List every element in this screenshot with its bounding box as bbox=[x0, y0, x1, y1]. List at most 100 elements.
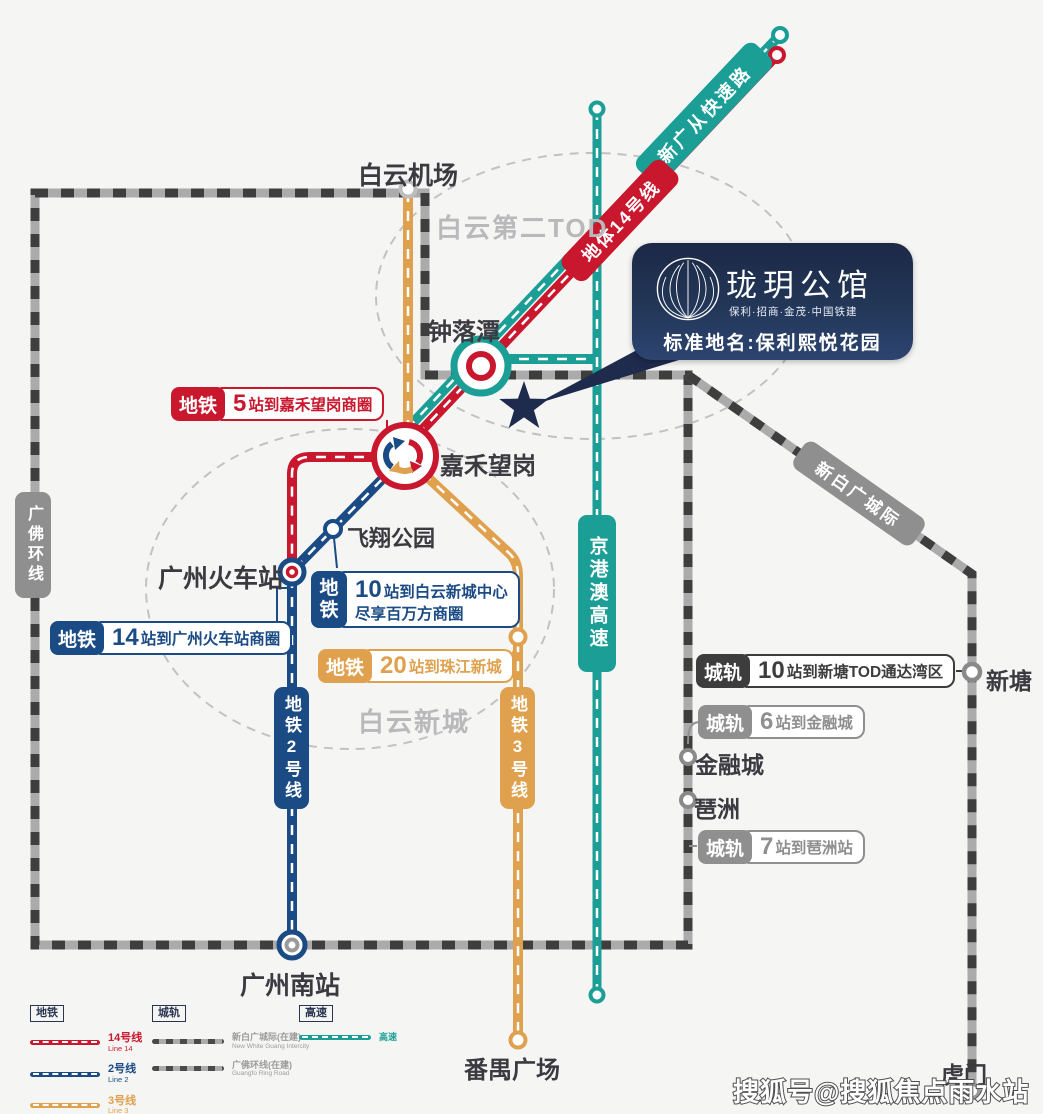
guangfo-sample-icon bbox=[152, 1066, 224, 1072]
line14-sample-icon bbox=[30, 1040, 100, 1046]
band-jinggangao-expressway: 京港澳高速 bbox=[578, 515, 616, 672]
callout-rail6-number: 6 bbox=[760, 708, 774, 735]
xinbaiguang-sample-icon bbox=[152, 1038, 224, 1044]
callout-rail6-text: 站到金融城 bbox=[775, 715, 853, 732]
callout-metro5-number: 5 bbox=[233, 390, 247, 417]
station-jiahewanggang-interchange bbox=[371, 422, 439, 490]
callout-metro10-tab: 地铁 bbox=[311, 571, 347, 629]
connector-metro14 bbox=[276, 587, 288, 621]
label-baiyun-airport: 白云机场 bbox=[358, 162, 459, 190]
station-pazhou bbox=[679, 791, 697, 809]
terminus-jinggangao-south bbox=[588, 986, 606, 1004]
legend-row-xinbaiguang: 新白广城际(在建) New White Guang Intercity bbox=[152, 1032, 309, 1050]
label-guangzhou-railway: 广州火车站 bbox=[158, 565, 284, 593]
callout-metro20-text: 站到珠江新城 bbox=[408, 659, 502, 676]
property-brands: 保利·招商·金茂·中国铁建 bbox=[729, 306, 858, 318]
star-icon bbox=[499, 381, 549, 428]
callout-rail10-body: 10 站到新塘TOD通达湾区 bbox=[743, 654, 956, 688]
terminus-humen bbox=[963, 1082, 981, 1100]
station-feixiang-park bbox=[323, 519, 343, 539]
callout-metro5-text: 站到嘉禾望岗商圈 bbox=[248, 397, 373, 414]
legend-line2-en: Line 2 bbox=[108, 1075, 129, 1085]
legend-row-line14: 14号线 Line 14 bbox=[30, 1032, 142, 1053]
callout-rail10-text: 站到新塘TOD通达湾区 bbox=[786, 664, 944, 681]
legend-line14-cn: 14号线 bbox=[108, 1032, 143, 1045]
callout-metro10-line2: 尽享百万方商圈 bbox=[355, 606, 464, 624]
callout-metro5-tab: 地铁 bbox=[171, 387, 226, 421]
line2-sample-icon bbox=[30, 1071, 100, 1077]
label-xintang: 新塘 bbox=[986, 668, 1032, 694]
legend-expressway-group: 高速 高速 bbox=[299, 1003, 397, 1043]
connector-metro10 bbox=[333, 537, 338, 569]
legend-row-line2: 2号线 Line 2 bbox=[30, 1063, 142, 1084]
callout-rail7: 城轨 7 站到琶洲站 bbox=[698, 830, 865, 864]
legend-xinbaiguang-en: New White Guang Intercity bbox=[232, 1042, 310, 1050]
band-guangfo-ring: 广佛环线 bbox=[15, 492, 51, 598]
station-guangzhou-south bbox=[276, 929, 308, 961]
callout-rail7-body: 7 站到琶洲站 bbox=[745, 830, 865, 864]
station-xintang bbox=[961, 661, 983, 683]
line3-sample-icon bbox=[30, 1102, 100, 1108]
callout-metro20: 地铁 20 站到珠江新城 bbox=[318, 649, 514, 683]
legend-row-line3: 3号线 Line 3 bbox=[30, 1095, 142, 1114]
callout-metro14-body: 14 站到广州火车站商圈 bbox=[97, 621, 293, 655]
callout-rail6-tab: 城轨 bbox=[698, 705, 753, 739]
label-jiahewanggang: 嘉禾望岗 bbox=[440, 453, 536, 480]
callout-metro14-tab: 地铁 bbox=[50, 621, 105, 655]
legend-expressway-cn: 高速 bbox=[379, 1032, 398, 1043]
callout-rail6: 城轨 6 站到金融城 bbox=[698, 705, 865, 739]
callout-metro10-text: 站到白云新城中心 bbox=[383, 584, 508, 601]
property-standard-name: 标准地名:保利熙悦花园 bbox=[663, 333, 882, 354]
xinbaiguang-intercity-line bbox=[685, 371, 977, 1088]
label-financial-city: 金融城 bbox=[695, 752, 764, 778]
property-card: 珑玥公馆 保利·招商·金茂·中国铁建 标准地名:保利熙悦花园 bbox=[632, 243, 913, 360]
callout-metro20-tab: 地铁 bbox=[318, 649, 373, 683]
terminus-line14 bbox=[768, 46, 786, 64]
legend-metro-header: 地铁 bbox=[30, 1005, 64, 1023]
callout-metro10-number: 10 bbox=[355, 576, 382, 603]
callout-metro20-number: 20 bbox=[380, 652, 407, 679]
terminus-jinggangao-north bbox=[588, 100, 606, 118]
callout-rail7-tab: 城轨 bbox=[698, 830, 753, 864]
station-financial-city bbox=[679, 748, 697, 766]
label-pazhou: 琶洲 bbox=[694, 796, 740, 822]
station-line3-mid bbox=[508, 627, 528, 647]
lotus-logo-icon bbox=[656, 257, 720, 321]
band-metro-line2: 地铁2号线 bbox=[274, 687, 309, 809]
terminus-xinguangcong bbox=[771, 26, 789, 44]
property-title: 珑玥公馆 bbox=[726, 268, 874, 304]
callout-metro5-body: 5 站到嘉禾望岗商圈 bbox=[218, 387, 385, 421]
watermark: 搜狐号@搜狐焦点雨水站 bbox=[732, 1076, 1030, 1108]
callout-rail10-tab: 城轨 bbox=[696, 654, 751, 688]
legend-guangfo-en: Guangfo Ring Road bbox=[232, 1070, 290, 1078]
label-guangzhou-south: 广州南站 bbox=[240, 972, 341, 1000]
legend-row-guangfo: 广佛环线(在建) Guangfo Ring Road bbox=[152, 1060, 309, 1078]
label-humen: 虎门 bbox=[941, 1062, 987, 1088]
legend-line3-cn: 3号线 bbox=[108, 1094, 137, 1107]
callout-metro14-text: 站到广州火车站商圈 bbox=[140, 631, 281, 648]
callout-metro14-number: 14 bbox=[112, 624, 139, 651]
label-zhongluotan: 钟落潭 bbox=[428, 319, 500, 346]
band-metro-line3: 地铁3号线 bbox=[500, 687, 535, 809]
callout-rail10-number: 10 bbox=[758, 657, 785, 684]
callout-rail7-number: 7 bbox=[760, 833, 774, 860]
callout-metro20-body: 20 站到珠江新城 bbox=[365, 649, 514, 683]
legend-xinbaiguang-cn: 新白广城际(在建) bbox=[232, 1032, 301, 1043]
legend-line3-en: Line 3 bbox=[108, 1106, 129, 1114]
station-baiyun-airport bbox=[398, 179, 418, 199]
terminus-panyu-square bbox=[508, 1030, 528, 1050]
label-baiyun-second-tod: 白云第二TOD bbox=[436, 213, 609, 243]
legend-guangfo-cn: 广佛环线(在建) bbox=[232, 1060, 292, 1070]
callout-rail6-body: 6 站到金融城 bbox=[745, 705, 865, 739]
baiyun-new-town-ellipse bbox=[145, 428, 555, 750]
legend-metro-group: 地铁 14号线 Line 14 2号线 Line 2 3号线 Line 3 bbox=[30, 1003, 142, 1114]
callout-rail7-text: 站到琶洲站 bbox=[775, 840, 853, 857]
station-zhongluotan bbox=[450, 335, 512, 397]
station-guangzhou-railway bbox=[277, 557, 307, 587]
callout-metro14: 地铁 14 站到广州火车站商圈 bbox=[50, 621, 293, 655]
connector-rail6 bbox=[687, 721, 701, 745]
